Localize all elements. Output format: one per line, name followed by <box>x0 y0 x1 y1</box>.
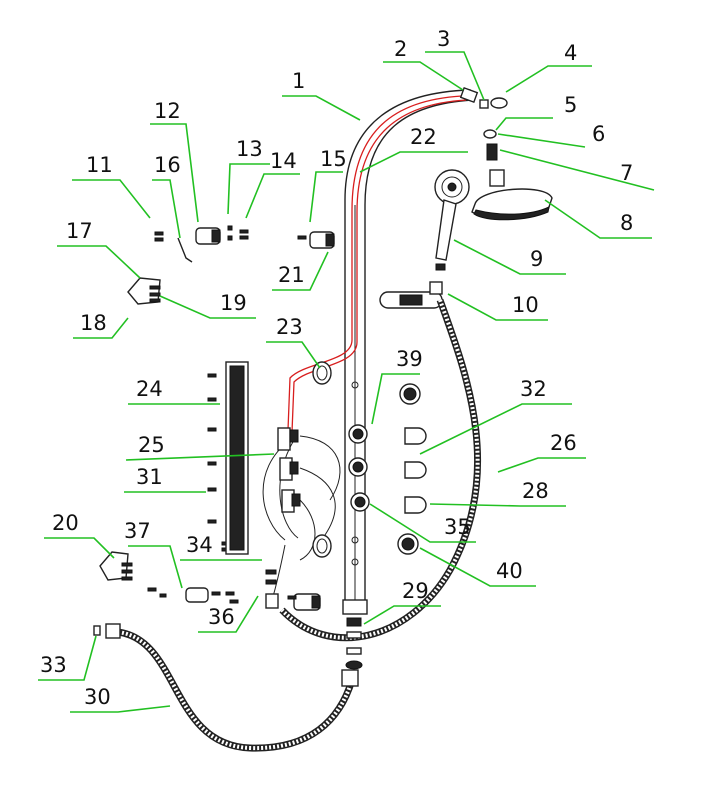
leader-39 <box>371 373 420 425</box>
label-6: 6 <box>592 122 605 146</box>
leader-7 <box>499 149 655 191</box>
label-1: 1 <box>292 69 305 93</box>
label-25: 25 <box>138 433 165 457</box>
wall-brackets <box>99 277 161 581</box>
leader-9 <box>453 239 566 275</box>
leader-18 <box>73 317 129 339</box>
leader-5 <box>495 117 553 131</box>
bottom-fittings <box>345 617 363 670</box>
label-23: 23 <box>276 315 303 339</box>
label-31: 31 <box>136 465 163 489</box>
leader-16 <box>152 179 181 239</box>
leader-2 <box>383 61 464 91</box>
leader-3 <box>425 51 485 101</box>
leader-32 <box>419 403 572 455</box>
manifold <box>277 427 301 513</box>
leader-37 <box>128 545 183 589</box>
leader-15 <box>309 171 343 223</box>
outer-hose <box>265 298 482 642</box>
mount-clips <box>185 227 335 611</box>
leader-35 <box>369 503 476 543</box>
screws <box>147 225 307 604</box>
leader-21 <box>272 251 329 291</box>
label-33: 33 <box>40 653 67 677</box>
label-37: 37 <box>124 519 151 543</box>
inlet-hose <box>93 623 359 752</box>
label-9: 9 <box>530 247 543 271</box>
label-11: 11 <box>86 153 113 177</box>
hand-shower <box>434 169 470 271</box>
label-2: 2 <box>394 37 407 61</box>
label-35: 35 <box>444 515 471 539</box>
inner-hoses <box>262 435 341 601</box>
leader-10 <box>447 293 548 321</box>
label-34: 34 <box>186 533 213 557</box>
label-19: 19 <box>220 291 247 315</box>
label-4: 4 <box>564 41 577 65</box>
rain-shower-head <box>471 169 553 221</box>
leader-33 <box>38 635 97 681</box>
label-21: 21 <box>278 263 305 287</box>
label-13: 13 <box>236 137 263 161</box>
leader-14 <box>245 173 300 219</box>
label-36: 36 <box>208 605 235 629</box>
label-7: 7 <box>620 161 633 185</box>
label-30: 30 <box>84 685 111 709</box>
leader-23 <box>266 341 321 369</box>
label-32: 32 <box>520 377 547 401</box>
label-15: 15 <box>320 147 347 171</box>
leader-1 <box>282 95 361 121</box>
leader-13 <box>227 163 270 215</box>
leader-19 <box>159 295 256 319</box>
label-16: 16 <box>154 153 181 177</box>
hex-key <box>177 237 193 263</box>
label-22: 22 <box>410 125 437 149</box>
label-12: 12 <box>154 99 181 123</box>
label-17: 17 <box>66 219 93 243</box>
leader-6 <box>497 133 586 148</box>
leader-30 <box>70 705 171 713</box>
label-29: 29 <box>402 579 429 603</box>
leader-22 <box>359 151 468 173</box>
leader-4 <box>505 65 592 93</box>
leader-8 <box>544 199 652 239</box>
top-fittings <box>459 87 508 161</box>
label-5: 5 <box>564 93 577 117</box>
label-39: 39 <box>396 347 423 371</box>
leader-11 <box>72 179 151 219</box>
label-26: 26 <box>550 431 577 455</box>
leader-36 <box>198 595 259 633</box>
body-jets <box>312 361 421 558</box>
label-24: 24 <box>136 377 163 401</box>
part-numbers: 1 2 3 4 5 6 7 8 9 10 11 12 13 14 15 16 1… <box>40 27 633 709</box>
label-20: 20 <box>52 511 79 535</box>
leader-17 <box>57 245 141 279</box>
leader-20 <box>44 537 115 559</box>
label-40: 40 <box>496 559 523 583</box>
hand-shower-holder <box>379 281 443 309</box>
label-3: 3 <box>437 27 450 51</box>
label-18: 18 <box>80 311 107 335</box>
label-14: 14 <box>270 149 297 173</box>
leader-12 <box>150 123 199 223</box>
leader-29 <box>363 605 441 625</box>
leader-40 <box>419 547 536 587</box>
leader-26 <box>497 457 586 473</box>
label-8: 8 <box>620 211 633 235</box>
leader-28 <box>429 503 566 507</box>
label-28: 28 <box>522 479 549 503</box>
trim-strip <box>225 361 249 555</box>
valves <box>348 424 427 514</box>
leader-lines <box>38 51 655 713</box>
label-10: 10 <box>512 293 539 317</box>
leader-25 <box>125 453 275 461</box>
